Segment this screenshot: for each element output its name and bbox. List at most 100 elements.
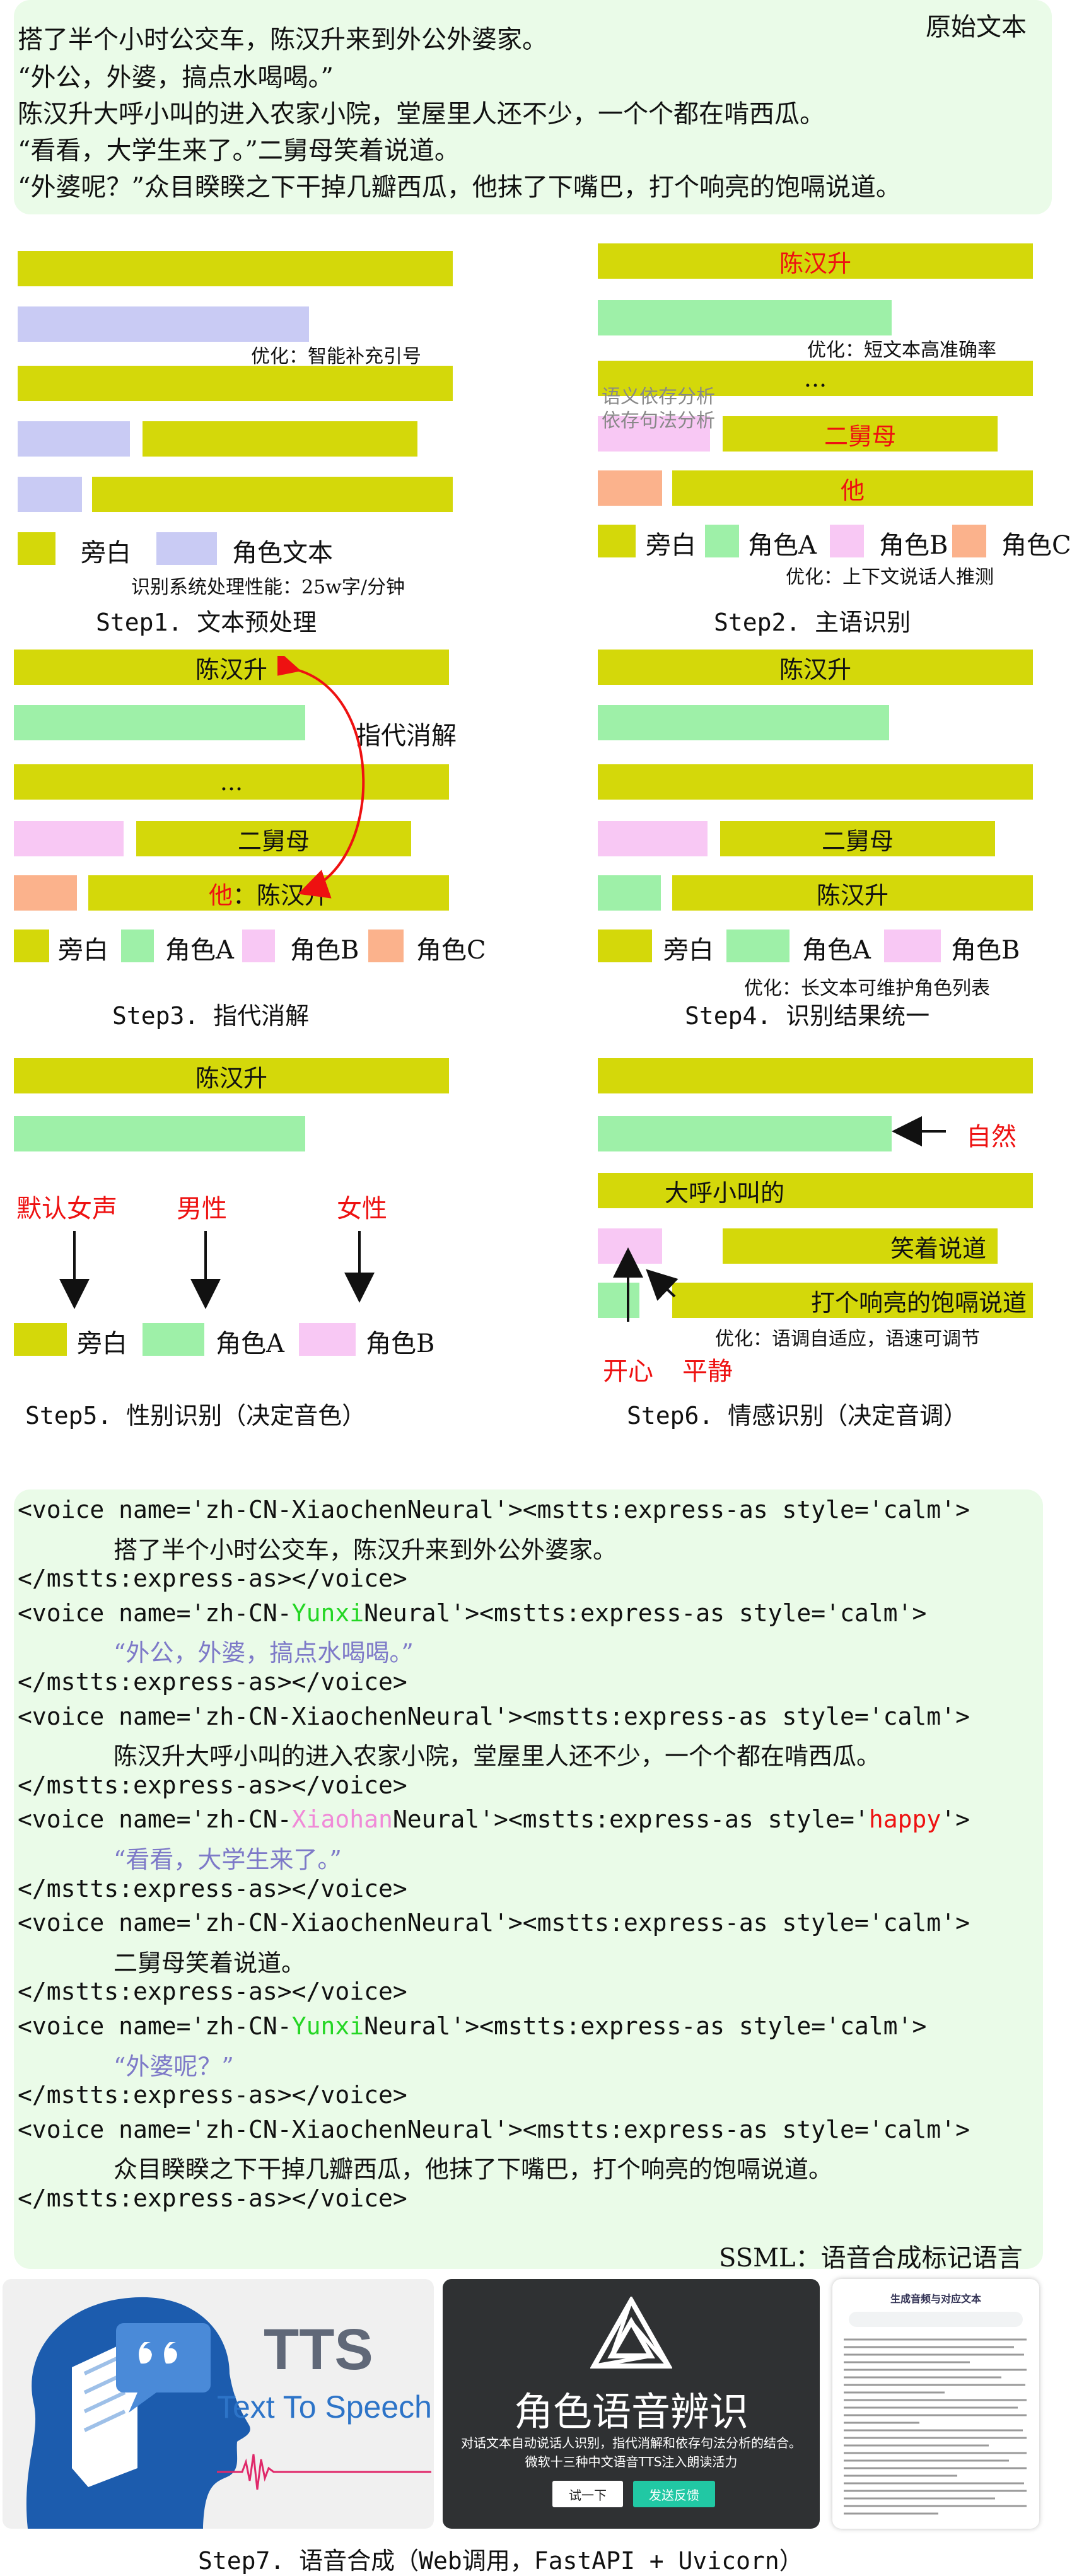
- banner-title: 角色语音辨识: [513, 2389, 749, 2435]
- step1-narration-bar: [92, 477, 453, 512]
- tts-title: TTS: [264, 2317, 373, 2382]
- ssml-segment: “外公，外婆，搞点水喝喝。”: [114, 1639, 414, 1667]
- step5-bar1-label: 陈汉升: [195, 1064, 267, 1092]
- step1-role-bar: [18, 477, 82, 512]
- legend-label-role-b: 角色B: [366, 1329, 435, 1358]
- ssml-segment: “看看，大学生来了。”: [114, 1846, 342, 1874]
- ssml-text-line: “外公，外婆，搞点水喝喝。”: [114, 1633, 414, 1668]
- step4-bar2-label: 二舅母: [821, 827, 894, 855]
- step4-role-bar: [598, 821, 708, 856]
- step6-bar-a-label: 大呼小叫的: [665, 1179, 785, 1207]
- ssml-segment: </mstts:express-as></voice>: [18, 1874, 407, 1903]
- step4-bar: 陈汉升: [672, 875, 1033, 911]
- original-text-tag: 原始文本: [926, 13, 1027, 42]
- step4-role-bar: [598, 875, 661, 911]
- legend-label-narration: 旁白: [663, 936, 714, 965]
- step4-bar: 二舅母: [720, 821, 995, 856]
- step1-note-perf: 识别系统处理性能：25w字/分钟: [131, 576, 405, 598]
- step1-narration-bar: [18, 251, 453, 286]
- ssml-tag-line: <voice name='zh-CN-YunxiNeural'><mstts:e…: [18, 2012, 926, 2040]
- ssml-tag-line: </mstts:express-as></voice>: [18, 2184, 407, 2212]
- legend-swatch-role-b: [884, 930, 941, 962]
- penrose-triangle-icon: [590, 2297, 672, 2369]
- ssml-tag-line: <voice name='zh-CN-XiaohanNeural'><mstts…: [18, 1805, 970, 1833]
- step2-role-bar: [598, 470, 662, 506]
- step6-bar-c-label: 打个响亮的饱嗝说道: [810, 1288, 1027, 1317]
- step6-bar: 大呼小叫的: [598, 1173, 1033, 1208]
- step4-bar: [598, 764, 1033, 800]
- step6-emotion-happy: 开心: [603, 1357, 653, 1386]
- document-preview-panel: 生成音频与对应文本: [832, 2279, 1039, 2529]
- step6-caption: Step6. 情感识别（决定音调）: [627, 1402, 968, 1430]
- step3-dots: ...: [219, 768, 243, 796]
- step1-narration-bar: [143, 421, 417, 457]
- step3-bar: 他：陈汉升: [88, 875, 449, 911]
- step3-bar3-red: 他: [208, 881, 233, 909]
- web-banner-panel: 角色语音辨识 对话文本自动说话人识别，指代消解和依存句法分析的结合。 微软十三种…: [443, 2279, 820, 2529]
- ssml-segment: <voice name='zh-CN-XiaochenNeural'><mstt…: [18, 2115, 970, 2143]
- try-button[interactable]: 试一下: [552, 2481, 623, 2507]
- step3-bar1-label: 陈汉升: [195, 655, 267, 684]
- step5-caption: Step5. 性别识别（决定音色）: [25, 1402, 366, 1430]
- document-text-lines: [844, 2338, 1027, 2515]
- ssml-segment: <voice name='zh-CN-: [18, 1599, 292, 1627]
- step5-label-male: 男性: [177, 1194, 227, 1223]
- tts-subtitle: Text To Speech: [217, 2389, 432, 2425]
- ssml-segment: <voice name='zh-CN-: [18, 1805, 292, 1834]
- ssml-segment: Yunxi: [291, 2012, 364, 2040]
- step2-bar1-label: 陈汉升: [779, 249, 851, 277]
- step3-dots-bar: ...: [14, 764, 449, 800]
- step2-bar-subject: 陈汉升: [598, 243, 1033, 279]
- legend-label-role-text: 角色文本: [232, 539, 333, 568]
- banner-desc-1: 对话文本自动说话人识别，指代消解和依存句法分析的结合。: [461, 2435, 801, 2451]
- ssml-segment: </mstts:express-as></voice>: [18, 1565, 407, 1593]
- ssml-segment: <voice name='zh-CN-XiaochenNeural'><mstt…: [18, 1496, 970, 1524]
- legend-swatch-narration: [598, 930, 652, 962]
- legend-swatch-narration: [18, 532, 55, 565]
- step2-bar-subject: 他: [672, 470, 1033, 506]
- step2-bar2-label: 二舅母: [824, 422, 896, 450]
- legend-swatch-role-a: [705, 525, 739, 557]
- ssml-tag-line: <voice name='zh-CN-XiaochenNeural'><mstt…: [18, 1909, 970, 1937]
- ssml-text-line: 众目睽睽之下干掉几瓣西瓜，他抹了下嘴巴，打个响亮的饱嗝说道。: [114, 2150, 832, 2184]
- ssml-box: [14, 1489, 1043, 2269]
- ssml-tag-line: </mstts:express-as></voice>: [18, 1668, 407, 1696]
- step6-emotion-calm: 平静: [682, 1357, 733, 1386]
- step2-bar-subject: 二舅母: [723, 416, 998, 452]
- step6-role-bar: [598, 1283, 639, 1318]
- legend-label-role-a: 角色A: [748, 531, 817, 560]
- audio-player[interactable]: [849, 2312, 1023, 2327]
- banner-desc-2: 微软十三种中文语音TTS注入朗读活力: [525, 2454, 738, 2469]
- step7-caption: Step7. 语音合成（Web调用，FastAPI + Uvicorn）: [198, 2547, 803, 2575]
- step3-caption: Step3. 指代消解: [112, 1002, 310, 1030]
- original-text-box: [14, 0, 1052, 214]
- ssml-tag-line: <voice name='zh-CN-XiaochenNeural'><mstt…: [18, 1703, 970, 1730]
- ssml-tag-line: </mstts:express-as></voice>: [18, 1565, 407, 1592]
- step1-narration-bar: [18, 366, 453, 401]
- step4-bar1-label: 陈汉升: [779, 655, 851, 684]
- step1-caption: Step1. 文本预处理: [96, 609, 317, 636]
- ssml-footer: SSML：语音合成标记语言: [719, 2244, 1023, 2273]
- step6-arrows: [613, 1116, 946, 1322]
- original-line-1: 搭了半个小时公交车，陈汉升来到外公外婆家。: [18, 25, 547, 54]
- original-line-2: “外公，外婆，搞点水喝喝。”: [18, 63, 334, 92]
- step2-bar3-label: 他: [840, 476, 865, 504]
- step6-role-bar: [598, 1116, 892, 1151]
- step3-arrow-label: 指代消解: [356, 721, 457, 750]
- feedback-button[interactable]: 发送反馈: [633, 2481, 715, 2507]
- ssml-segment: </mstts:express-as></voice>: [18, 2184, 407, 2212]
- step1-note-opt: 优化：智能补充引号: [251, 346, 421, 368]
- step2-dots-bar: ...: [598, 361, 1033, 396]
- ssml-tag-line: </mstts:express-as></voice>: [18, 1771, 407, 1799]
- ssml-segment: <voice name='zh-CN-XiaochenNeural'><mstt…: [18, 1702, 970, 1730]
- legend-swatch-narration: [14, 1323, 67, 1356]
- ssml-segment: 搭了半个小时公交车，陈汉升来到外公外婆家。: [114, 1536, 617, 1564]
- step3-role-bar: [14, 821, 124, 856]
- original-line-5: “外婆呢？”众目睽睽之下干掉几瓣西瓜，他抹了下嘴巴，打个响亮的饱嗝说道。: [18, 173, 901, 202]
- ssml-tag-line: <voice name='zh-CN-YunxiNeural'><mstts:e…: [18, 1599, 926, 1627]
- legend-swatch-role-a: [726, 930, 789, 962]
- step2-role-bar: [598, 416, 710, 452]
- step6-bar-b-label: 笑着说道: [890, 1234, 986, 1262]
- legend-swatch-role-b: [830, 525, 864, 557]
- step5-label-female: 女性: [337, 1194, 387, 1223]
